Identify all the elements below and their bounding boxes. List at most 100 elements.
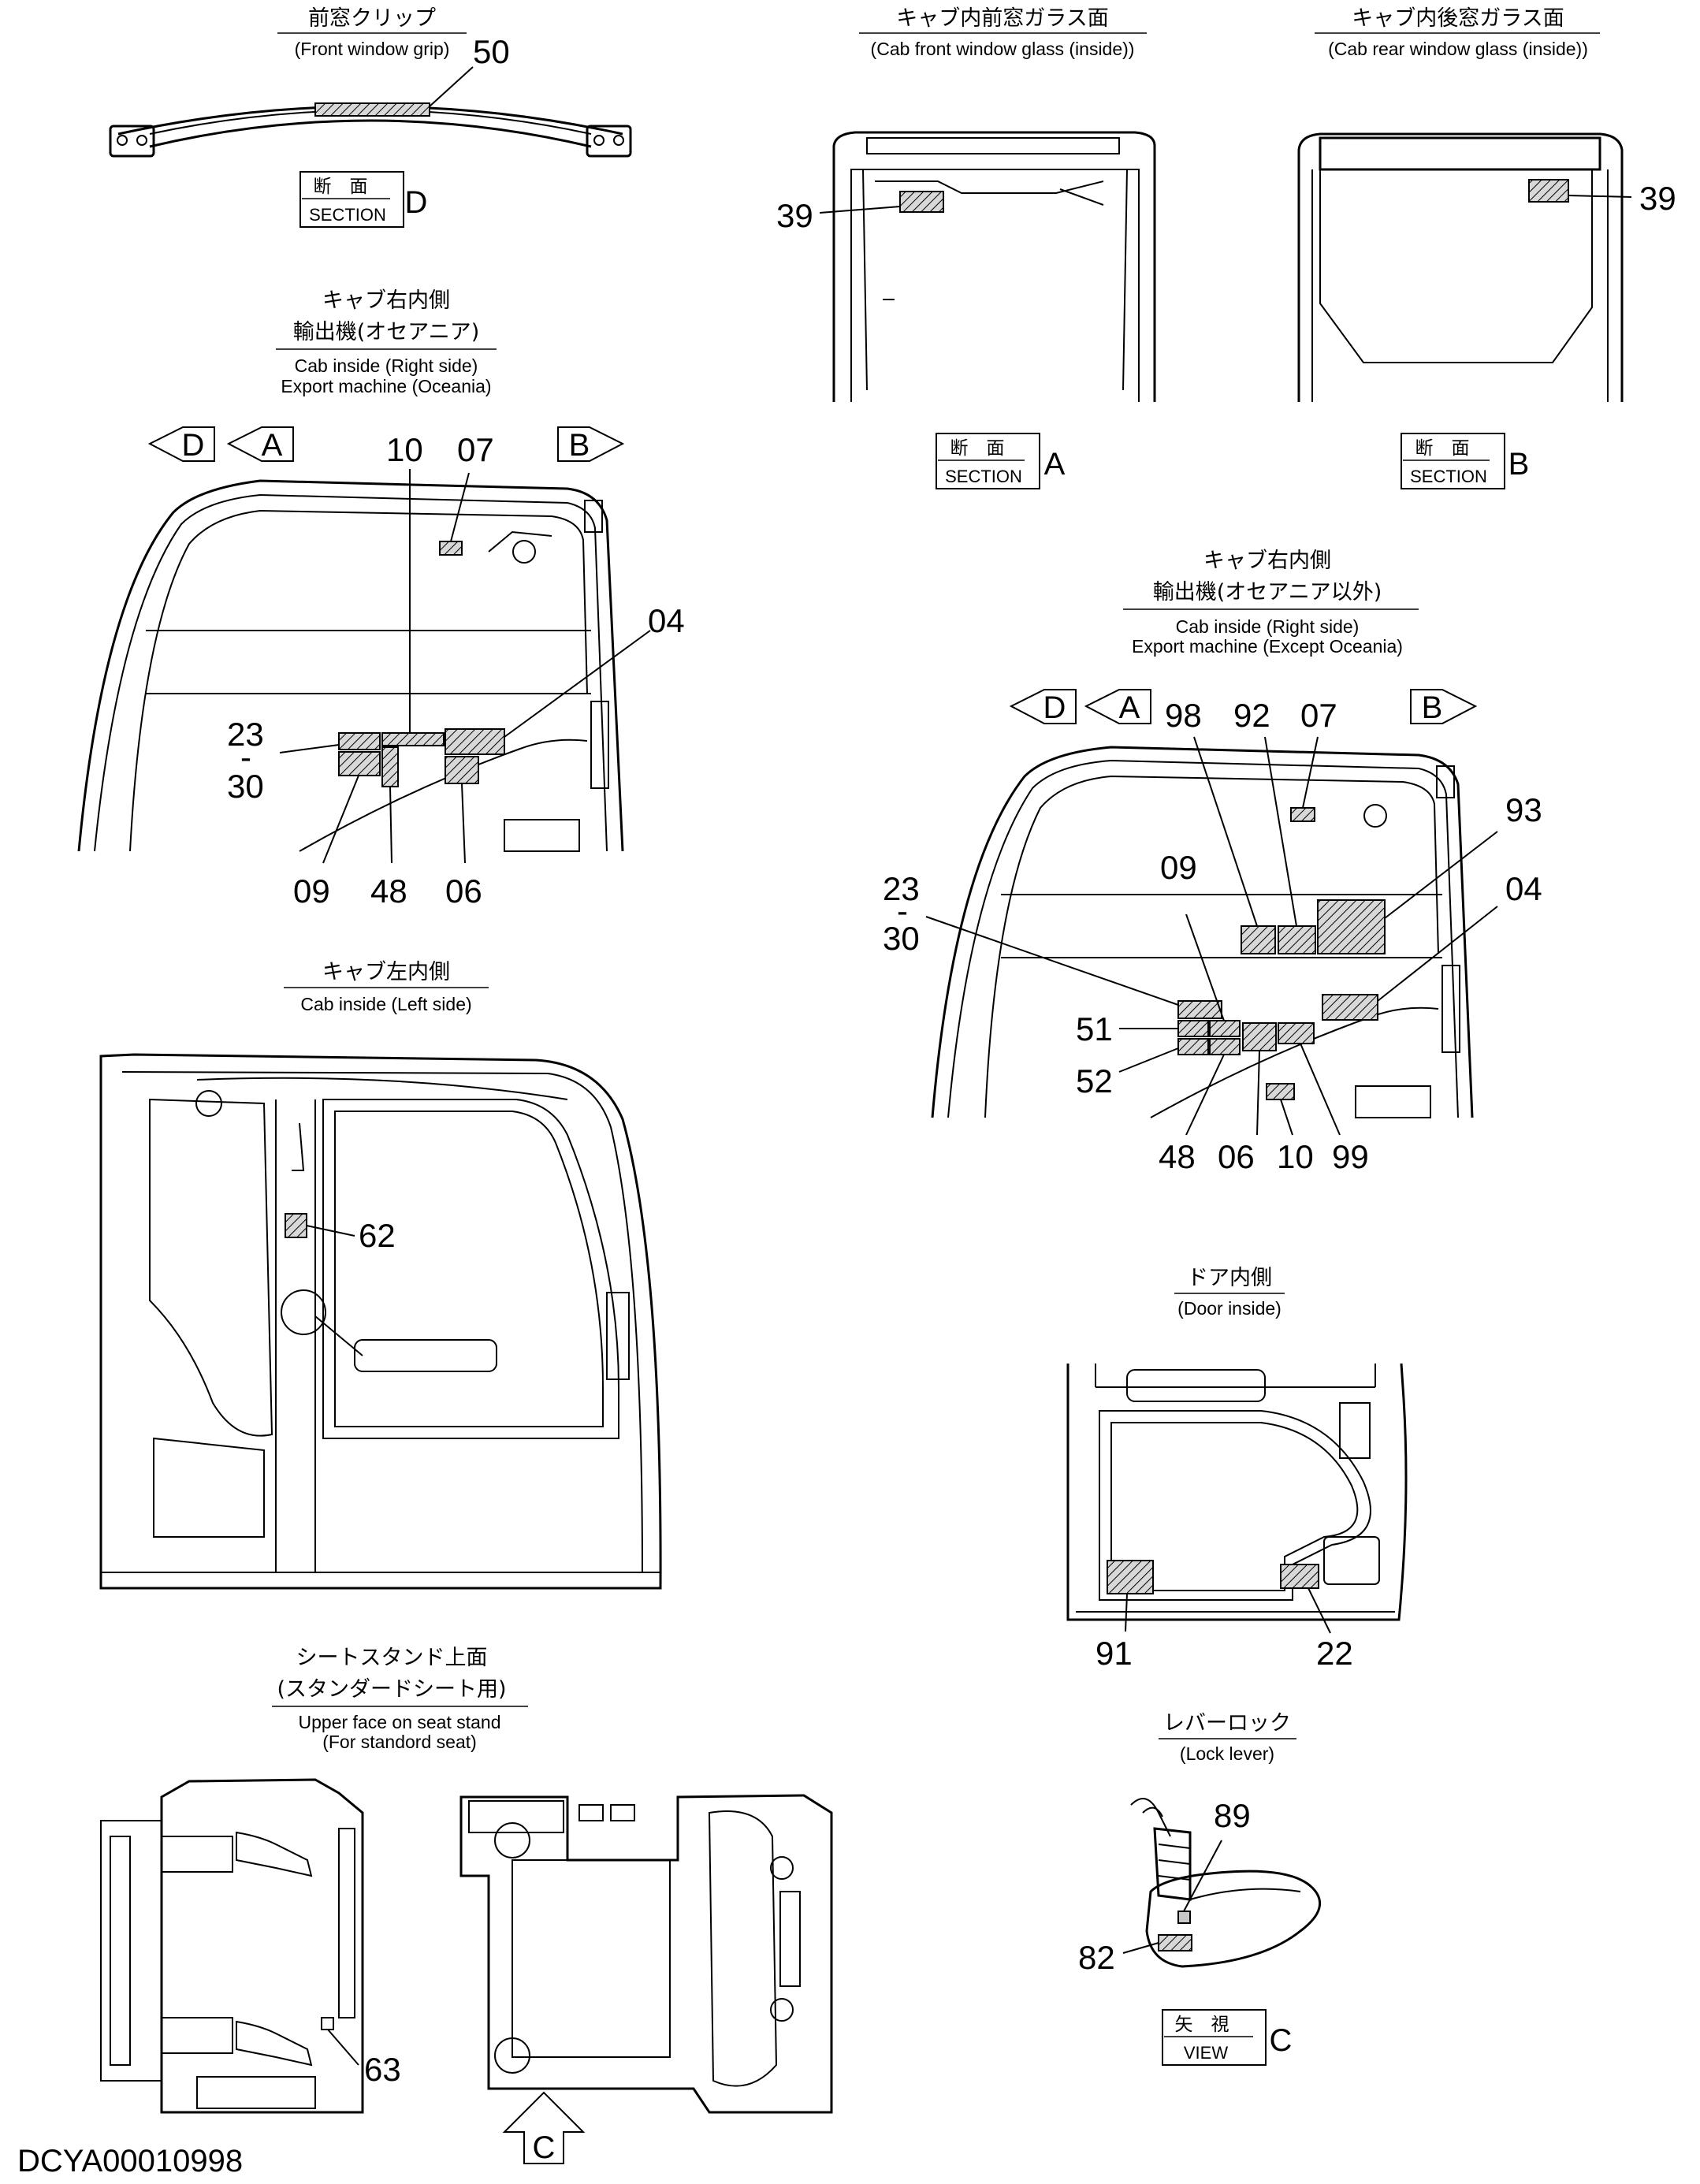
svg-text:B: B: [1508, 447, 1530, 482]
svg-text:A: A: [1119, 690, 1140, 725]
exc-label-06: [1242, 1022, 1277, 1051]
cab-front-glass-view: キャブ内前窓ガラス面 (Cab front window glass (insi…: [776, 6, 1156, 489]
exc-label-04: [1322, 994, 1378, 1021]
seat-title-ja-2: (スタンダードシート用): [277, 1677, 506, 1702]
cab-left-view: キャブ左内側 Cab inside (Left side) 62: [99, 960, 662, 1590]
cab-right-except-view: キャブ右内側 輸出機(オセアニア以外) Cab inside (Right si…: [883, 549, 1542, 1175]
oce-labels: [279, 469, 651, 864]
svg-text:VIEW: VIEW: [1184, 2043, 1228, 2063]
front-glass-title-ja: キャブ内前窓ガラス面: [896, 6, 1108, 31]
lever-title-en: (Lock lever): [1180, 1743, 1274, 1764]
lever-title-ja: レバーロック: [1163, 1711, 1291, 1736]
svg-text:断 面: 断 面: [1415, 437, 1470, 458]
seat-title-en-2: (For standord seat): [322, 1732, 477, 1752]
exc-label-99: [1278, 1022, 1315, 1044]
rear-glass-frame: [1297, 132, 1632, 402]
lock-lever-view: レバーロック (Lock lever) 89 82 矢 視 VIEW C: [1078, 1711, 1321, 2066]
callout-92-exc: 92: [1233, 697, 1270, 734]
left-label-62: [285, 1213, 307, 1238]
seat-stand-view: シートスタンド上面 (スタンダードシート用) Upper face on sea…: [100, 1646, 833, 2165]
exc-title-ja-2: 輸出機(オセアニア以外): [1153, 580, 1382, 605]
door-label-22: [1280, 1564, 1319, 1589]
svg-text:SECTION: SECTION: [945, 467, 1022, 486]
section-d-box: 断 面 SECTION D: [299, 171, 428, 228]
seat-stand-left-part: [100, 1778, 364, 2114]
svg-text:A: A: [1044, 447, 1066, 482]
callout-04-oce: 04: [648, 602, 685, 639]
left-title-ja: キャブ左内側: [322, 960, 450, 984]
callout-48-oce: 48: [370, 872, 407, 910]
door-frame: [1066, 1363, 1408, 1634]
oce-label-23-30: [338, 732, 381, 750]
oce-label-10: [381, 732, 445, 746]
exc-title-en-2: Export machine (Except Oceania): [1132, 636, 1403, 657]
oce-label-48: [381, 746, 399, 787]
view-arrow-c: C: [502, 2091, 586, 2165]
front-window-grip-view: 前窓クリップ (Front window grip) 50 断 面 SECTIO…: [109, 6, 632, 228]
view-arrow-a-except: A: [1084, 689, 1151, 725]
oce-title-en-2: Export machine (Oceania): [281, 376, 491, 396]
callout-06-oce: 06: [445, 872, 482, 910]
svg-text:断 面: 断 面: [950, 437, 1005, 458]
callout-06-exc: 06: [1218, 1138, 1255, 1175]
oce-title-ja-1: キャブ右内側: [322, 288, 450, 313]
cab-right-oceania-view: キャブ右内側 輸出機(オセアニア) Cab inside (Right side…: [77, 288, 685, 910]
callout-30-exc: 30: [883, 920, 920, 957]
callout-dash-oce: -: [240, 739, 251, 776]
svg-text:D: D: [405, 185, 428, 220]
oce-cab-frame: [77, 479, 624, 852]
lever-label-82: [1158, 1934, 1192, 1951]
exc-label-09: [1209, 1020, 1241, 1037]
view-c-box: 矢 視 VIEW C: [1162, 2009, 1292, 2066]
seat-stand-right-part: [459, 1794, 833, 2114]
svg-text:SECTION: SECTION: [309, 205, 386, 225]
callout-93-exc: 93: [1505, 791, 1542, 828]
callout-98-exc: 98: [1165, 697, 1202, 734]
oce-label-09: [338, 751, 381, 776]
exc-label-93: [1317, 899, 1386, 954]
callout-09-exc: 09: [1160, 849, 1197, 886]
callout-89: 89: [1214, 1797, 1251, 1834]
callout-50: 50: [473, 33, 510, 70]
callout-63: 63: [364, 2051, 401, 2088]
document-code: DCYA00010998: [17, 2144, 243, 2178]
cab-rear-glass-view: キャブ内後窓ガラス面 (Cab rear window glass (insid…: [1297, 6, 1676, 489]
view-arrow-b-except: B: [1410, 689, 1478, 725]
exc-title-en-1: Cab inside (Right side): [1176, 616, 1360, 637]
oce-title-en-1: Cab inside (Right side): [295, 355, 478, 376]
rear-glass-title-ja: キャブ内後窓ガラス面: [1352, 6, 1564, 31]
callout-62: 62: [359, 1217, 396, 1254]
callout-10-oce: 10: [386, 431, 423, 468]
svg-text:D: D: [1043, 690, 1066, 725]
oce-label-04: [445, 728, 505, 755]
callout-07-oce: 07: [457, 431, 494, 468]
callout-30-oce: 30: [227, 768, 264, 805]
exc-label-23-30: [1177, 1000, 1222, 1019]
svg-text:B: B: [1422, 690, 1443, 725]
seat-title-en-1: Upper face on seat stand: [299, 1712, 501, 1732]
seat-label-63: [321, 2017, 334, 2030]
callout-39-rear: 39: [1639, 180, 1676, 217]
rear-glass-title-en: (Cab rear window glass (inside)): [1328, 39, 1588, 59]
door-label-91: [1107, 1560, 1154, 1594]
section-a-box: 断 面 SECTION A: [936, 433, 1066, 489]
callout-22: 22: [1316, 1635, 1353, 1672]
callout-48-exc: 48: [1159, 1138, 1196, 1175]
svg-text:B: B: [569, 428, 590, 463]
front-glass-frame: [819, 131, 1156, 402]
seat-title-ja-1: シートスタンド上面: [296, 1646, 488, 1670]
oce-label-07: [439, 541, 463, 556]
grip-title-en: (Front window grip): [295, 39, 450, 59]
left-cab-frame: [99, 1053, 662, 1590]
svg-text:C: C: [533, 2130, 556, 2165]
lever-label-89: [1177, 1911, 1191, 1924]
svg-text:A: A: [262, 428, 283, 463]
callout-51-exc: 51: [1076, 1010, 1113, 1047]
door-inside-view: ドア内側 (Door inside) 91 22: [1066, 1266, 1408, 1672]
grip-title-ja: 前窓クリップ: [308, 6, 436, 31]
callout-dash-exc: -: [897, 892, 908, 929]
view-arrow-d-oceania: D: [147, 426, 215, 463]
view-arrow-a-oceania: A: [226, 426, 294, 463]
front-glass-label-39: [899, 191, 944, 213]
callout-39-front: 39: [776, 197, 813, 234]
